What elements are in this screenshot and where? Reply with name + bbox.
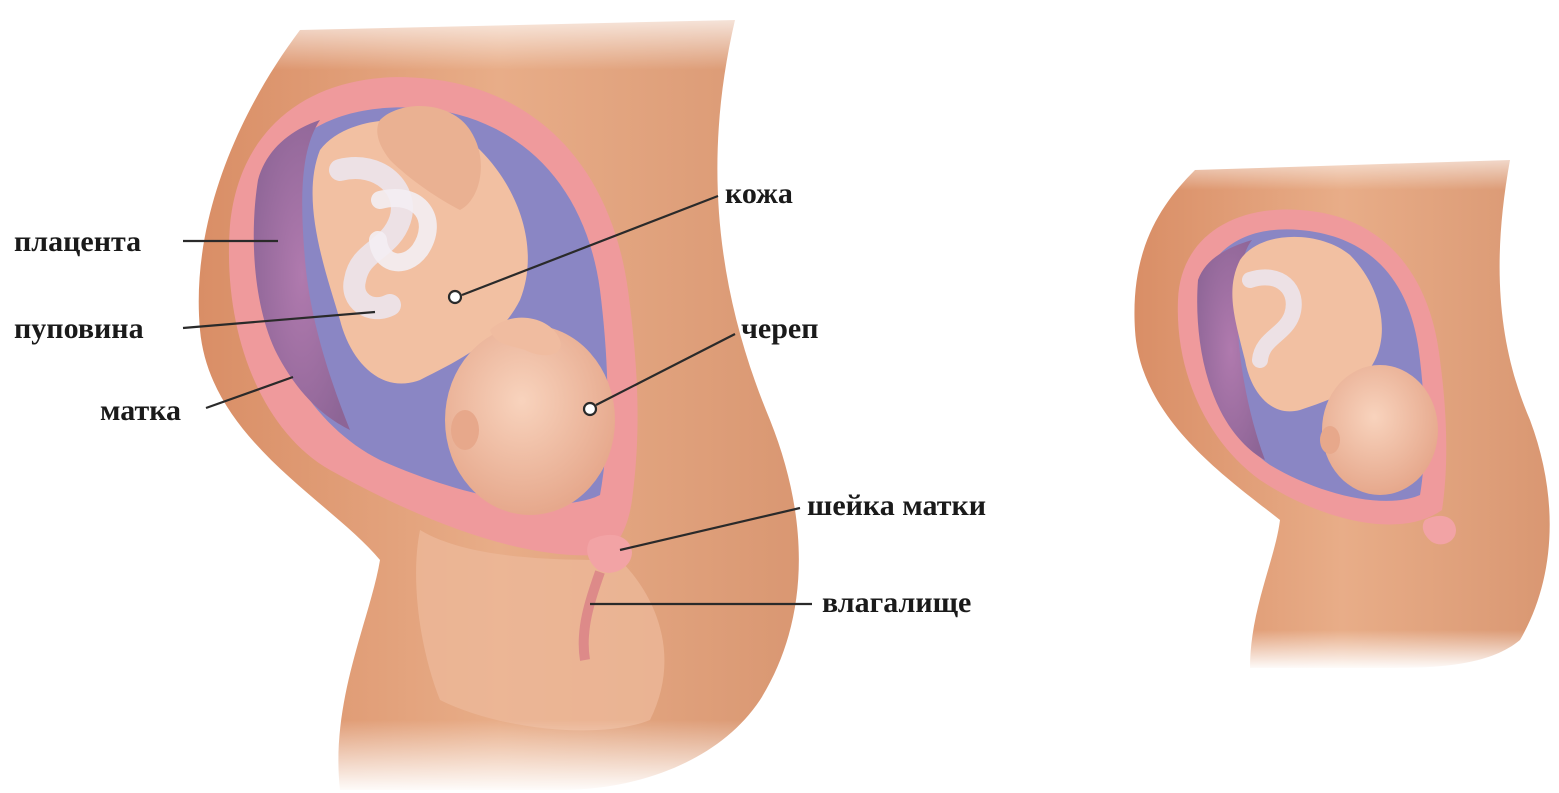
- large-illustration: [180, 0, 840, 793]
- label-cervix-text: шейка матки: [807, 489, 986, 522]
- small-fetus-ear: [1320, 426, 1340, 454]
- label-umbilical-cord-text: пуповина: [14, 312, 144, 345]
- fetus-ear: [451, 410, 479, 450]
- label-vagina-text: влагалище: [822, 586, 971, 619]
- small-illustration: [1120, 140, 1559, 670]
- label-skin-text: кожа: [725, 177, 793, 210]
- label-placenta-text: плацента: [14, 225, 141, 258]
- label-uterus-text: матка: [100, 394, 181, 427]
- label-skull-text: череп: [741, 312, 819, 345]
- small-fetus-head: [1322, 365, 1438, 495]
